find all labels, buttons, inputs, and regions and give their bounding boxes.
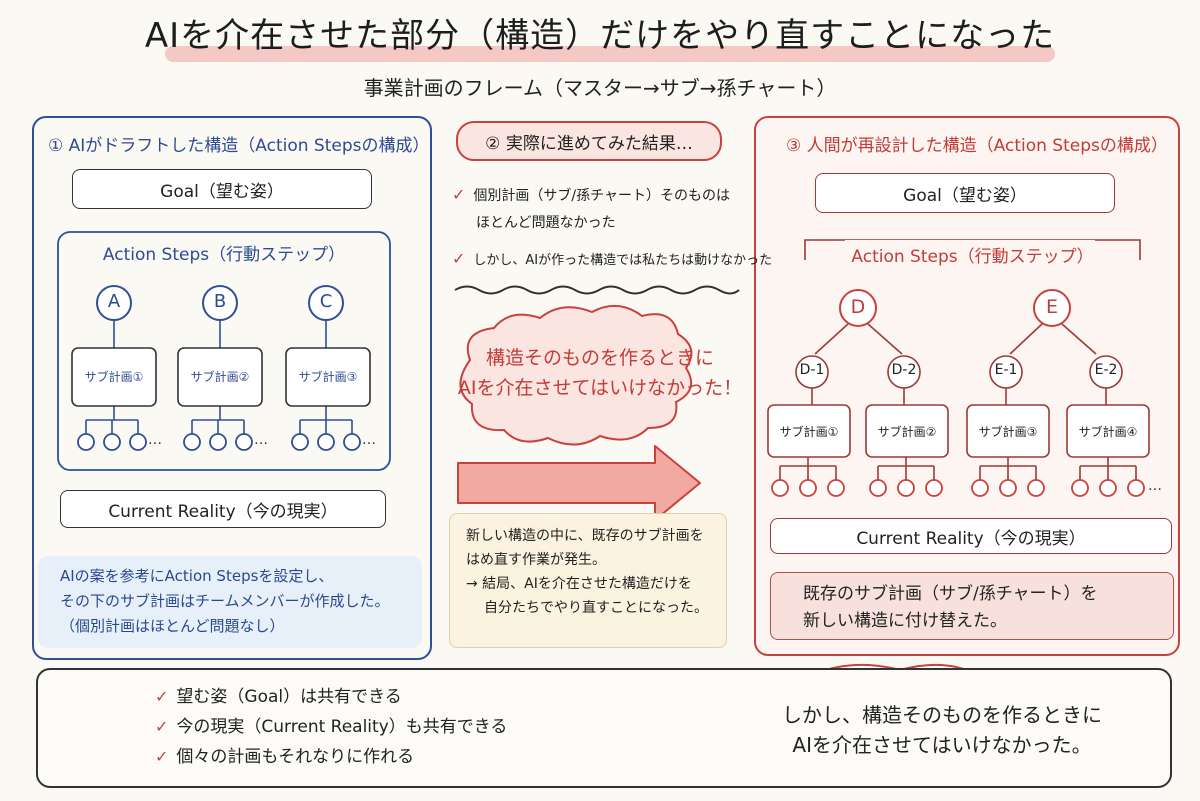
left-action-steps-label-bg bbox=[100, 240, 350, 262]
left-action-steps-label: Action Steps（行動ステップ） bbox=[102, 245, 346, 265]
step-node-label: C bbox=[319, 291, 333, 312]
sub-plan-label: サブ計画① bbox=[779, 425, 839, 439]
right-ellipsis: … bbox=[1148, 478, 1162, 494]
sub-plan-label: サブ計画③ bbox=[298, 370, 358, 384]
left-panel-header: ① AIがドラフトした構造（Action Stepsの構成） bbox=[48, 136, 430, 156]
wavy-divider bbox=[454, 285, 740, 295]
sub-plan-label: サブ計画② bbox=[190, 370, 250, 384]
right-goal-box: Goal（望む姿） bbox=[815, 173, 1115, 213]
sub-plan-label: サブ計画③ bbox=[978, 425, 1038, 439]
left-ellipsis: … bbox=[148, 432, 162, 448]
right-sub-plan-boxes bbox=[767, 404, 1150, 458]
right-current-reality-box: Current Reality（今の現実） bbox=[770, 518, 1172, 554]
sub-step-label: E-2 bbox=[1094, 362, 1118, 378]
left-ellipsis: … bbox=[254, 432, 268, 448]
bottom-conclusion: しかし、構造そのものを作るときに AIを介在させてはいけなかった。 bbox=[782, 703, 1102, 757]
left-goal-box: Goal（望む姿） bbox=[72, 169, 372, 209]
step-node-label: B bbox=[213, 291, 227, 312]
left-leaf-circles bbox=[77, 433, 361, 451]
sub-plan-label: サブ計画① bbox=[84, 370, 144, 384]
right-panel-header: ③ 人間が再設計した構造（Action Stepsの構成） bbox=[786, 136, 1168, 156]
sub-step-label: D-2 bbox=[891, 362, 917, 378]
check-icon: ✓ bbox=[155, 747, 169, 766]
right-sub-step-nodes bbox=[795, 355, 1123, 389]
page-title: AIを介在させた部分（構造）だけをやり直すことになった bbox=[144, 16, 1056, 56]
sub-plan-label: サブ計画④ bbox=[1078, 425, 1138, 439]
bottom-summary-panel bbox=[36, 668, 1172, 788]
middle-panel-header: ② 実際に進めてみた結果… bbox=[456, 121, 722, 161]
step-node-label: E bbox=[1045, 296, 1058, 318]
middle-note: 新しい構造の中に、既存のサブ計画を はめ直す作業が発生。 → 結局、AIを介在さ… bbox=[449, 513, 727, 648]
right-note: 既存のサブ計画（サブ/孫チャート）を 新しい構造に付け替えた。 bbox=[770, 572, 1174, 640]
right-action-steps-label: Action Steps（行動ステップ） bbox=[851, 247, 1094, 267]
right-action-steps-label-bg bbox=[845, 240, 1095, 262]
check-icon: ✓ bbox=[452, 185, 466, 204]
left-ellipsis: … bbox=[362, 432, 376, 448]
check-icon: ✓ bbox=[452, 249, 466, 268]
right-connectors bbox=[779, 323, 1137, 480]
step-node-label: D bbox=[850, 296, 866, 318]
sub-step-label: D-1 bbox=[799, 362, 825, 378]
bottom-item: ✓望む姿（Goal）は共有できる bbox=[155, 687, 402, 707]
middle-cloud-text: 構造そのものを作るときに AIを介在させてはいけなかった！ bbox=[457, 347, 743, 399]
right-arrow-icon bbox=[457, 445, 701, 521]
page-subtitle: 事業計画のフレーム（マスター→サブ→孫チャート） bbox=[363, 76, 837, 100]
sub-plan-label: サブ計画② bbox=[877, 425, 937, 439]
middle-check-2: ✓しかし、AIが作った構造では私たちは動けなかった bbox=[452, 249, 773, 268]
left-panel bbox=[32, 116, 432, 660]
left-note: AIの案を参考にAction Stepsを設定し、 その下のサブ計画はチームメン… bbox=[38, 556, 422, 648]
middle-cloud bbox=[459, 305, 693, 446]
check-icon: ✓ bbox=[155, 717, 169, 736]
middle-check-1: ✓個別計画（サブ/孫チャート）そのものは bbox=[452, 185, 730, 204]
left-step-nodes bbox=[96, 285, 344, 321]
left-connectors bbox=[85, 320, 353, 434]
left-current-reality-box: Current Reality（今の現実） bbox=[60, 490, 386, 528]
sub-step-label: E-1 bbox=[994, 362, 1018, 378]
right-leaf-circles bbox=[771, 479, 1145, 497]
middle-check-1-cont: ほとんど問題なかった bbox=[476, 215, 616, 231]
bottom-item: ✓個々の計画もそれなりに作れる bbox=[155, 747, 415, 767]
check-icon: ✓ bbox=[155, 687, 169, 706]
step-node-label: A bbox=[107, 291, 121, 312]
bottom-item: ✓今の現実（Current Reality）も共有できる bbox=[155, 717, 508, 737]
right-step-nodes bbox=[839, 289, 1071, 327]
title-highlight bbox=[165, 46, 1055, 62]
left-sub-plan-boxes bbox=[71, 347, 371, 407]
left-action-steps-frame bbox=[57, 231, 391, 471]
